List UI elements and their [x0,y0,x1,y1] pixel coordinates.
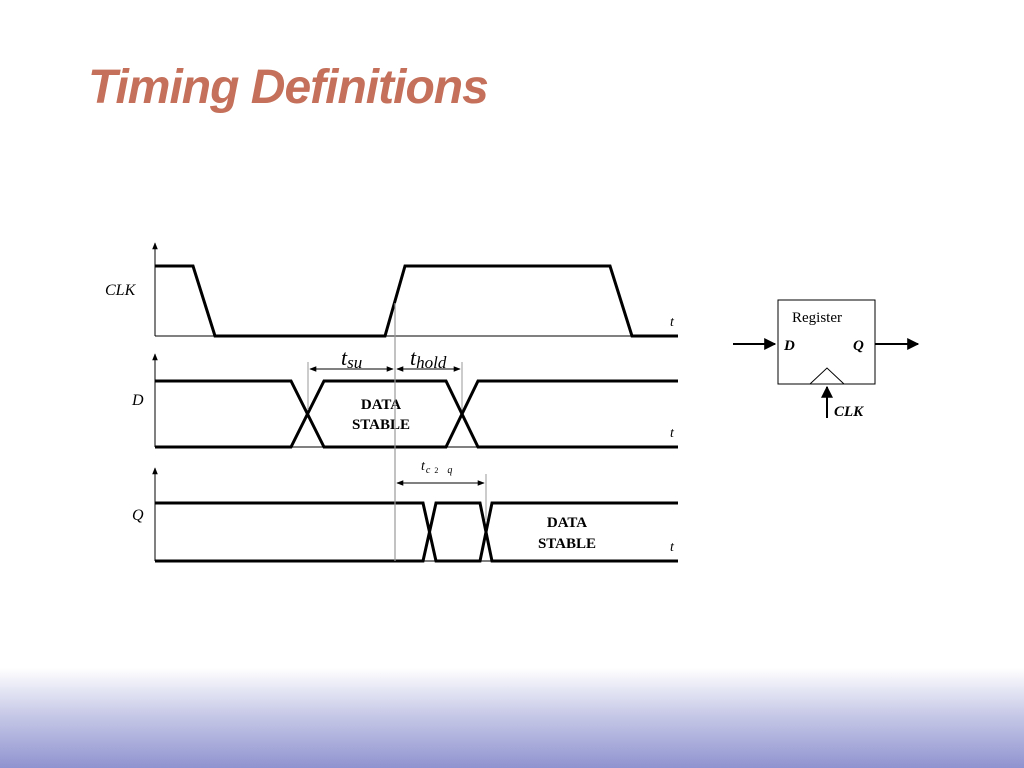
hold-time-subscript: hold [416,353,447,372]
clk-to-q-sub-2: 2 [434,466,438,475]
d-label: D [131,392,144,409]
clk-label: CLK [105,282,137,299]
hold-time-label: thold [410,345,447,372]
clk-signal [155,264,678,338]
q-signal-high-path [155,501,678,563]
register-clk-label: CLK [834,404,864,420]
clk-to-q-t: t [421,459,426,474]
d-signal-high-path [155,379,678,449]
d-signal-low-path [155,379,678,449]
q-stable-line1: DATA [547,515,587,531]
setup-time-label: tsu [341,345,362,372]
register-block: Register D Q CLK [733,299,920,420]
register-clock-triangle [809,367,845,385]
footer-gradient-band [0,668,1024,768]
q-signal-low-path [155,501,678,563]
setup-time-subscript: su [347,353,362,372]
register-d-port-label: D [783,338,795,354]
d-waveform: D DATA STABLE t [131,353,678,449]
d-time-label: t [670,426,675,441]
clk-to-q-sub-c: c [426,465,431,476]
hold-time-t: t [410,345,417,370]
q-stable-line2: STABLE [538,536,596,552]
setup-time-t: t [341,345,348,370]
q-waveform: Q DATA STABLE t [132,467,678,563]
clk-waveform: CLK t [105,242,678,338]
register-box [777,299,876,385]
clk-time-label: t [670,315,675,330]
slide-title: Timing Definitions [88,61,489,114]
register-title: Register [792,310,842,326]
d-stable-line1: DATA [361,397,401,413]
q-label: Q [132,507,144,524]
q-time-label: t [670,540,675,555]
setup-time-annotation: tsu [309,345,394,372]
d-stable-line2: STABLE [352,417,410,433]
register-q-port-label: Q [853,338,864,354]
hold-time-annotation: thold [396,345,461,372]
clk-to-q-sub-q: q [447,465,452,476]
